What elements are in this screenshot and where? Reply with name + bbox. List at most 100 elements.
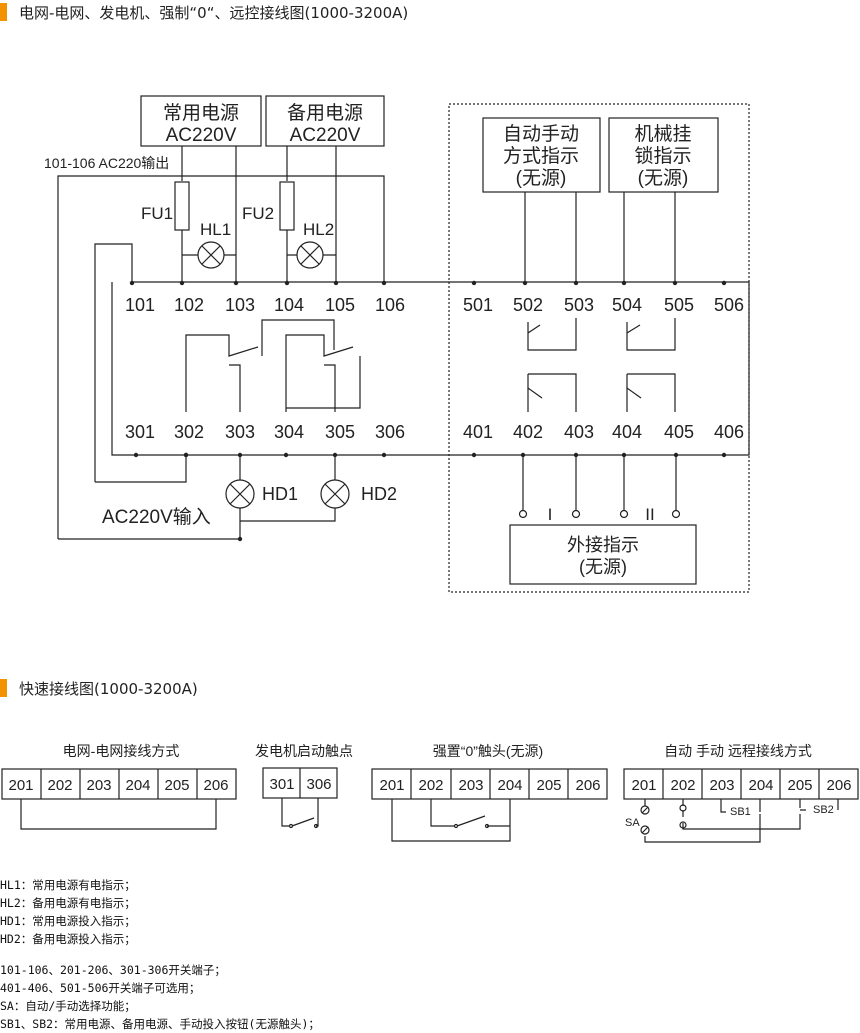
quick-force-block [371, 768, 608, 842]
note-sb: SB1、SB2：常用电源、备用电源、手动投入按钮(无源触头)； [0, 1017, 320, 1031]
force-term-203: 203 [458, 777, 483, 794]
quick-force-label: 强置“0”触头(无源) [433, 743, 543, 759]
auto-manual-box [482, 117, 601, 193]
note-terminals-optional: 401-406、501-506开关端子可选用； [0, 981, 201, 995]
label-sb2: SB2 [813, 804, 834, 816]
notes-terminals: 101-106、201-206、301-306开关端子； 401-406、501… [0, 961, 320, 1033]
terminal-401: 401 [463, 422, 493, 442]
external-terminals [518, 509, 681, 519]
label-ac-input: AC220V输入 [102, 506, 211, 528]
grid-term-205: 205 [164, 777, 189, 794]
quick-gen-block [262, 767, 338, 829]
fuse-fu2 [279, 181, 295, 231]
grid-term-203: 203 [86, 777, 111, 794]
fuse-down-wires [181, 230, 288, 282]
terminal-501: 501 [463, 295, 493, 315]
label-hl1: HL1 [200, 220, 231, 239]
terminal-406: 406 [714, 422, 744, 442]
remote-term-205: 205 [787, 777, 812, 794]
terminal-505: 505 [664, 295, 694, 315]
note-hd1: HD1：常用电源投入指示； [0, 914, 136, 928]
terminal-103: 103 [225, 295, 255, 315]
terminal-403: 403 [564, 422, 594, 442]
note-hd2: HD2：备用电源投入指示； [0, 932, 136, 946]
grid-term-206: 206 [203, 777, 228, 794]
force-term-204: 204 [497, 777, 522, 794]
force-term-206: 206 [575, 777, 600, 794]
label-fu2: FU2 [242, 204, 274, 223]
terminal-306: 306 [375, 422, 405, 442]
terminal-dots [129, 280, 727, 542]
hd-wires [239, 455, 336, 539]
terminal-104: 104 [274, 295, 304, 315]
label-hd1: HD1 [262, 484, 298, 504]
fuse-fu1 [174, 181, 190, 231]
external-wires [522, 455, 677, 510]
gen-term-306: 306 [306, 776, 331, 793]
external-box-line2: (无源) [579, 557, 627, 577]
terminal-506: 506 [714, 295, 744, 315]
backup-source-line2: AC220V [290, 125, 361, 146]
optional-region-border [448, 103, 750, 593]
section-title-wiring-text: 电网-电网、发电机、强制“0“、远控接线图(1000-3200A) [19, 3, 409, 22]
gen-term-301: 301 [269, 776, 294, 793]
output-wire [57, 175, 385, 539]
section-title-wiring: 电网-电网、发电机、强制“0“、远控接线图(1000-3200A) [0, 2, 408, 22]
force-term-205: 205 [536, 777, 561, 794]
terminal-102: 102 [174, 295, 204, 315]
terminal-303: 303 [225, 422, 255, 442]
mech-lock-box [608, 117, 719, 193]
section-title-quick-text: 快速接线图(1000-3200A) [19, 679, 198, 698]
terminal-304: 304 [274, 422, 304, 442]
terminal-106: 106 [375, 295, 405, 315]
remote-term-206: 206 [826, 777, 851, 794]
label-roman-1: I [548, 505, 553, 524]
quick-remote-label: 自动 手动 远程接线方式 [664, 743, 812, 759]
indicator-wires [524, 192, 676, 282]
lamp-hl2 [287, 241, 336, 269]
terminal-302: 302 [174, 422, 204, 442]
terminal-105: 105 [325, 295, 355, 315]
quick-grid-block [1, 768, 237, 830]
wire-loop-101 [94, 243, 133, 482]
external-indicator-box [509, 524, 697, 585]
note-hl1: HL1：常用电源有电指示； [0, 878, 136, 892]
common-source-line2: AC220V [166, 125, 237, 146]
internal-contacts-right [527, 318, 676, 412]
internal-contacts-left [185, 319, 361, 412]
quick-grid-label: 电网-电网接线方式 [63, 743, 180, 759]
wiring-diagram: 常用电源 AC220V 备用电源 AC220V FU1 FU2 HL1 HL2 … [1, 95, 859, 843]
section-title-quick: 快速接线图(1000-3200A) [0, 678, 198, 698]
auto-manual-line2: 方式指示 [503, 145, 579, 167]
mech-lock-line3: (无源) [638, 167, 689, 189]
remote-term-202: 202 [670, 777, 695, 794]
common-source-box [140, 95, 262, 147]
mech-lock-line1: 机械挂 [634, 123, 691, 145]
terminal-502: 502 [513, 295, 543, 315]
force-term-202: 202 [418, 777, 443, 794]
remote-term-204: 204 [748, 777, 773, 794]
notes-legend: HL1：常用电源有电指示； HL2：备用电源有电指示； HD1：常用电源投入指示… [0, 876, 136, 948]
controller-body [111, 281, 750, 456]
auto-manual-line3: (无源) [516, 167, 567, 189]
source-wires [181, 146, 337, 282]
grid-term-202: 202 [47, 777, 72, 794]
mech-lock-line2: 锁指示 [634, 145, 691, 167]
wire-loop-302 [95, 455, 187, 483]
lamp-hl1 [182, 241, 236, 269]
label-hd2: HD2 [361, 484, 397, 504]
grid-term-201: 201 [8, 777, 33, 794]
quick-gen-label: 发电机启动触点 [255, 743, 353, 759]
lamp-hd1 [225, 479, 255, 509]
terminal-405: 405 [664, 422, 694, 442]
accent-bar [0, 3, 7, 21]
common-source-line1: 常用电源 [163, 102, 239, 124]
remote-term-203: 203 [709, 777, 734, 794]
lamp-hd2 [320, 479, 350, 509]
auto-manual-line1: 自动手动 [503, 123, 579, 145]
terminal-404: 404 [612, 422, 642, 442]
terminal-503: 503 [564, 295, 594, 315]
terminal-402: 402 [513, 422, 543, 442]
terminal-305: 305 [325, 422, 355, 442]
external-box-line1: 外接指示 [567, 535, 639, 555]
